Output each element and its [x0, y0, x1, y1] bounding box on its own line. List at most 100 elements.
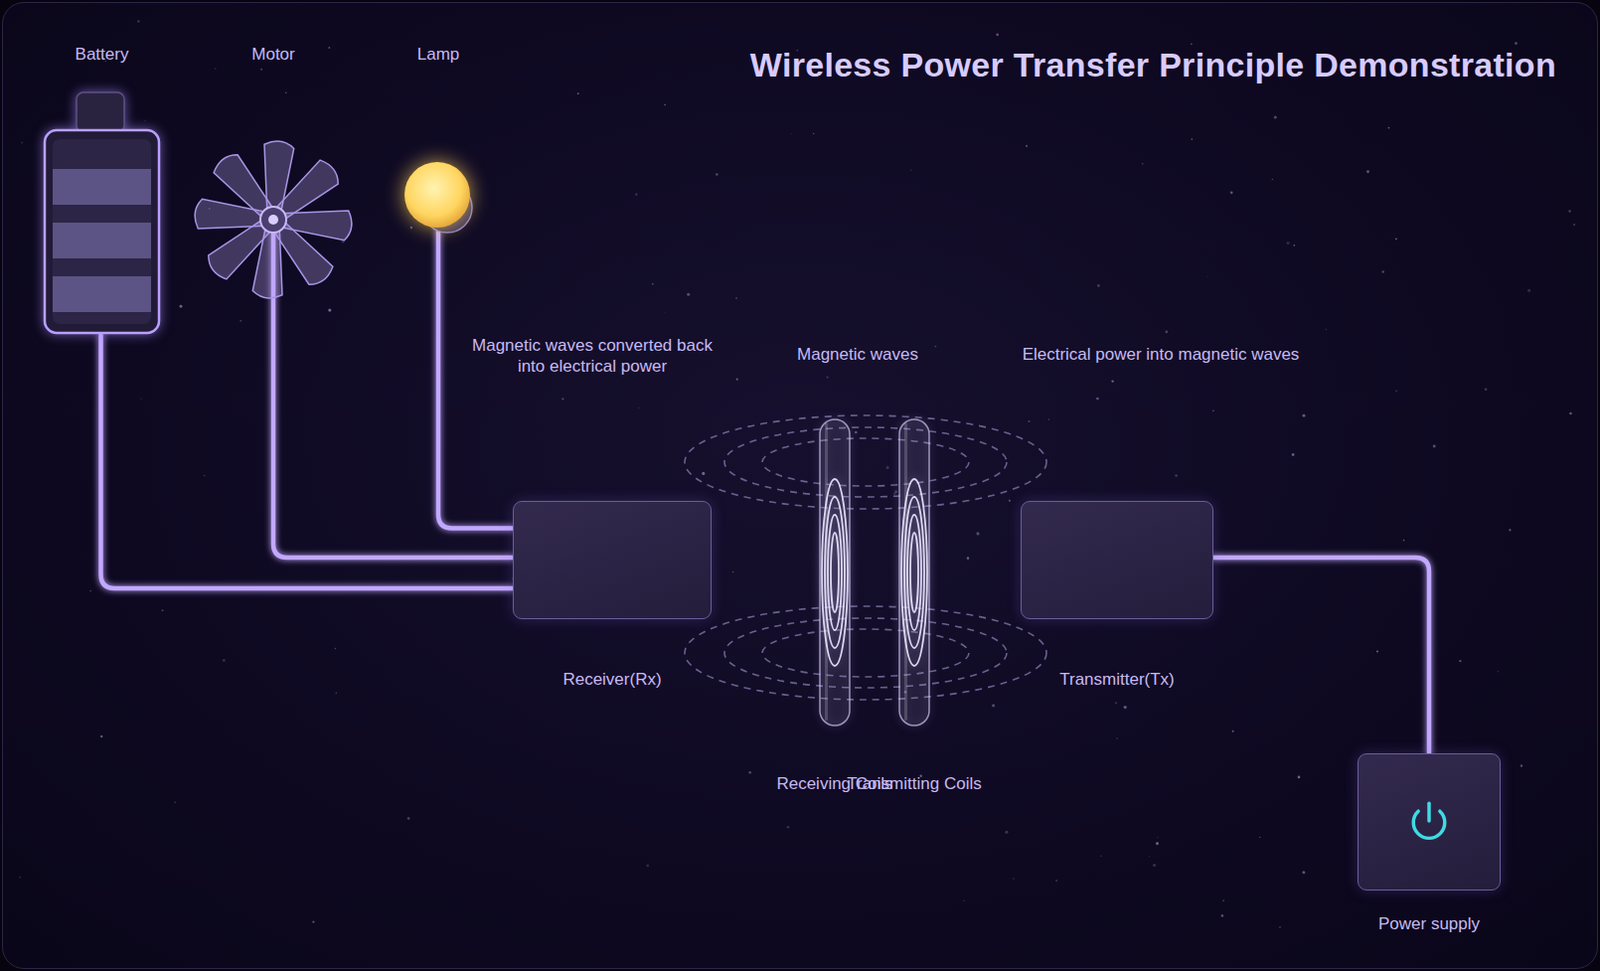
star	[812, 133, 814, 135]
power-wire	[438, 229, 513, 528]
star	[651, 283, 654, 286]
star	[715, 172, 718, 175]
star	[1301, 870, 1305, 874]
power-wire	[711, 580, 819, 586]
star	[222, 658, 226, 662]
star	[1297, 776, 1301, 780]
star	[1115, 701, 1118, 704]
star	[327, 309, 331, 313]
star	[1055, 879, 1058, 882]
node-label: Battery	[75, 44, 130, 65]
power-wire	[930, 530, 1021, 536]
star	[645, 864, 649, 868]
star	[664, 312, 666, 314]
motor-fan-icon	[181, 128, 365, 312]
star	[732, 571, 734, 573]
power-wire	[711, 530, 819, 536]
star	[410, 226, 413, 229]
star	[1190, 43, 1193, 46]
star	[1141, 162, 1143, 164]
star	[1376, 649, 1379, 652]
star	[1096, 397, 1100, 401]
star	[1116, 737, 1119, 740]
star	[787, 825, 791, 829]
star	[1230, 190, 1234, 194]
star	[635, 193, 638, 196]
coil-shape	[898, 418, 931, 727]
power-wire	[930, 580, 1021, 586]
node-label: Power supply	[1378, 914, 1480, 935]
star	[962, 899, 964, 901]
receiving-coil: Receiving Coils	[818, 418, 851, 727]
star	[561, 397, 564, 400]
star	[140, 398, 142, 400]
star	[1520, 764, 1523, 767]
star	[1012, 877, 1014, 879]
node-label: Receiver(Rx)	[562, 669, 661, 690]
star	[966, 556, 970, 560]
annotation-text: Magnetic waves	[758, 343, 958, 365]
receiver-box: Receiver(Rx)	[512, 500, 712, 620]
node-label: Motor	[251, 44, 295, 65]
star	[894, 489, 898, 493]
battery: Battery	[42, 91, 161, 335]
star	[826, 376, 829, 379]
coil-shape	[818, 418, 851, 727]
star	[1291, 453, 1295, 457]
star	[239, 320, 242, 322]
star	[1433, 445, 1437, 449]
star	[285, 91, 288, 94]
diagram-title: Wireless Power Transfer Principle Demons…	[750, 45, 1557, 85]
node-label: Transmitter(Tx)	[1059, 669, 1175, 690]
star	[748, 771, 752, 775]
star	[1008, 499, 1011, 502]
star	[791, 133, 793, 135]
star	[854, 431, 858, 435]
star	[1395, 389, 1398, 392]
battery-icon	[42, 91, 161, 335]
star	[1221, 914, 1225, 918]
star	[1148, 855, 1150, 857]
star	[407, 816, 411, 820]
star	[1484, 387, 1488, 391]
star	[1100, 855, 1102, 857]
star	[1111, 379, 1114, 382]
star	[1527, 289, 1531, 293]
star	[893, 492, 896, 495]
annotation-text: Electrical power into magnetic waves	[991, 343, 1330, 365]
star	[1302, 414, 1306, 418]
star	[1508, 528, 1511, 531]
star	[1004, 830, 1008, 834]
star	[1097, 284, 1101, 288]
star	[1568, 209, 1571, 212]
star	[89, 590, 92, 593]
star	[1123, 705, 1127, 709]
star	[1259, 836, 1261, 838]
star	[577, 92, 580, 95]
star	[260, 68, 263, 71]
star	[1395, 237, 1398, 240]
star	[1286, 241, 1290, 245]
star	[663, 104, 666, 107]
star	[1388, 127, 1391, 130]
node-label: Lamp	[417, 44, 461, 65]
star	[1155, 841, 1159, 845]
star	[1279, 926, 1280, 928]
star	[1232, 730, 1235, 733]
star	[161, 609, 164, 612]
star	[179, 305, 183, 309]
star	[736, 378, 739, 381]
star	[214, 67, 216, 69]
star	[1165, 330, 1169, 334]
star	[886, 466, 890, 470]
star	[334, 647, 337, 650]
star	[1366, 169, 1370, 173]
transmitting-coil: Transmitting Coils	[898, 418, 931, 727]
star	[100, 735, 104, 739]
star	[1272, 178, 1274, 180]
power-wire	[101, 334, 514, 589]
star	[1274, 116, 1278, 120]
star	[1222, 899, 1225, 902]
star	[1027, 420, 1030, 423]
star	[991, 703, 995, 707]
